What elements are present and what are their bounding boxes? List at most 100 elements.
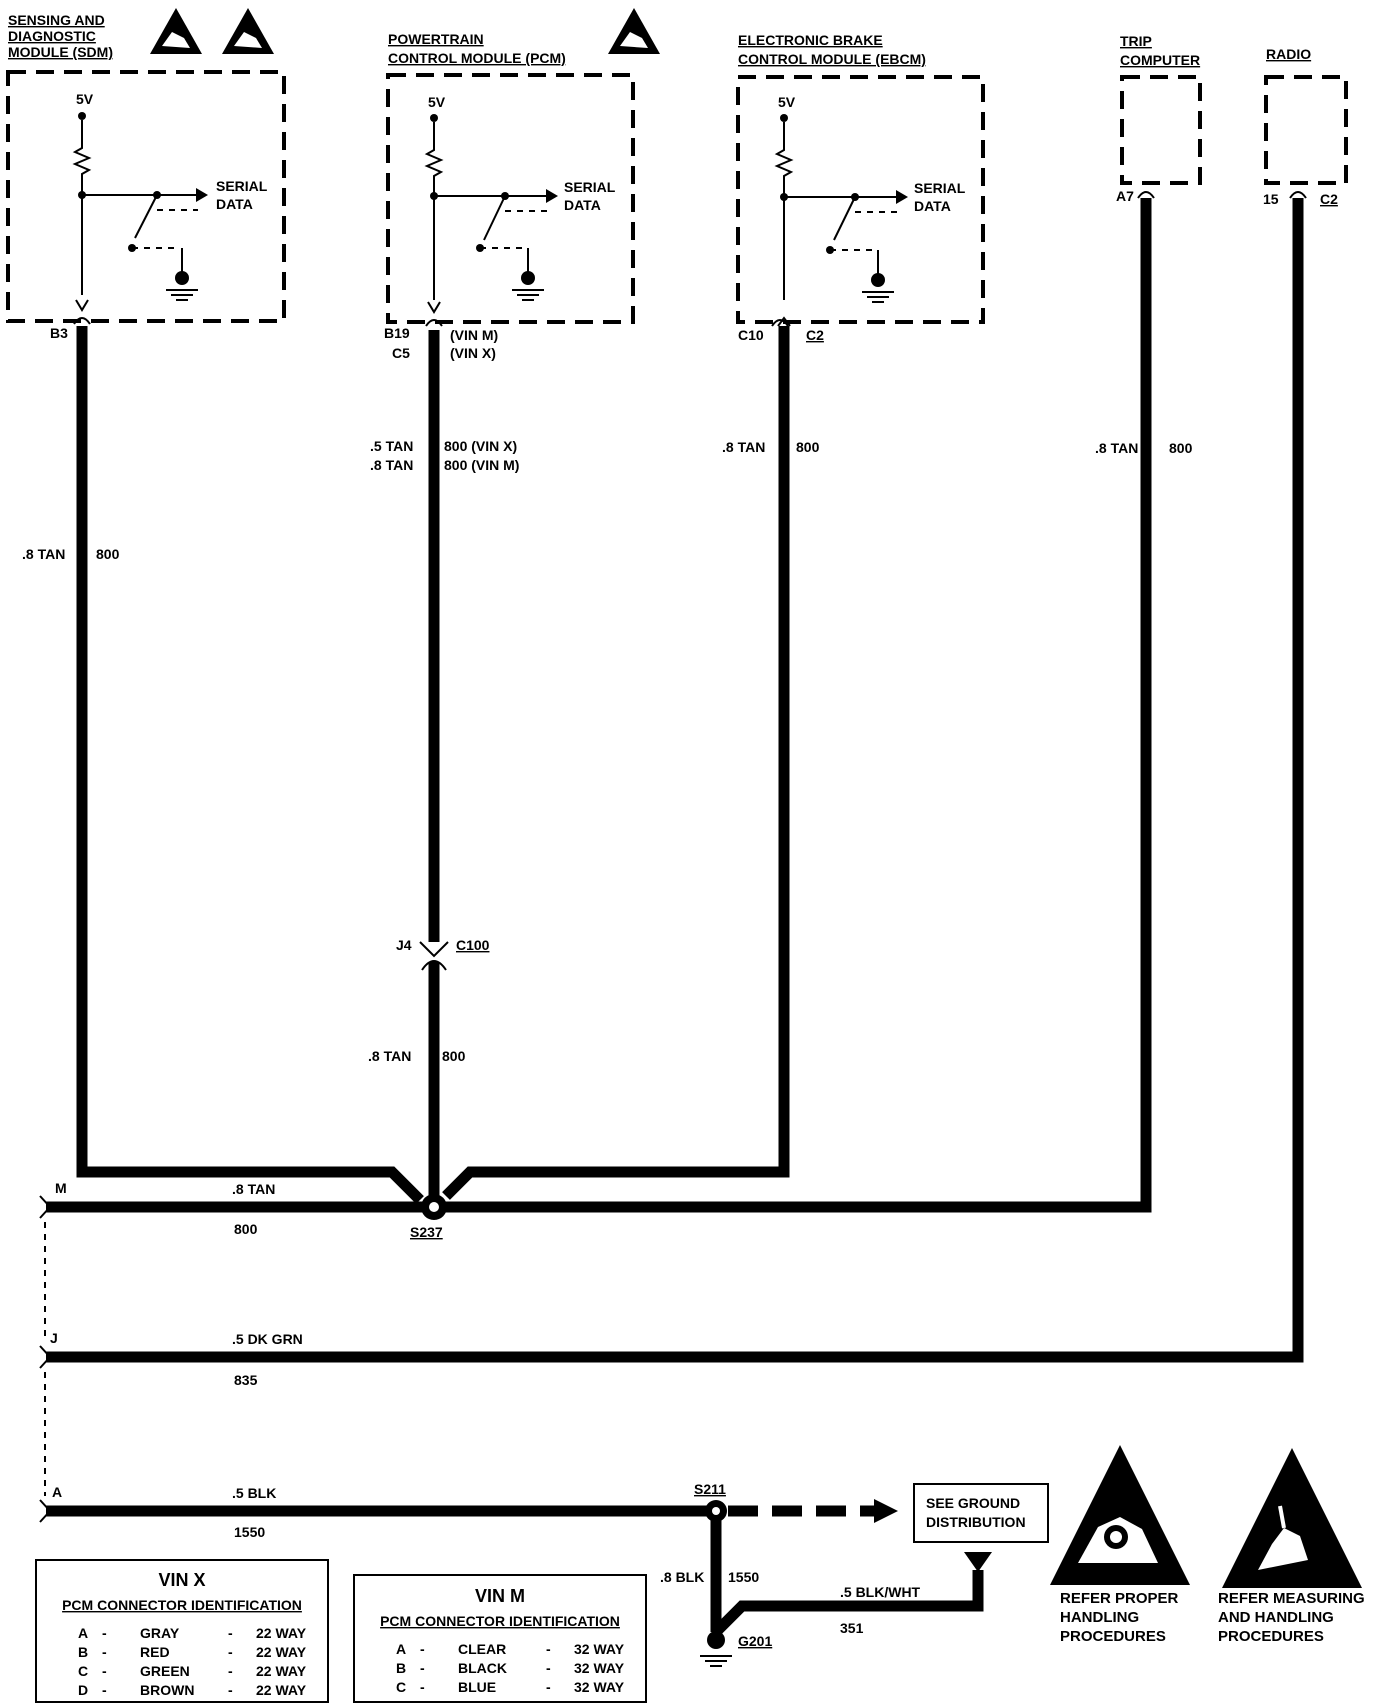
sdm-pin: B3 (50, 325, 68, 341)
ground-drop-circuit: 1550 (728, 1569, 759, 1585)
vin-m-title: VIN M (475, 1586, 525, 1606)
vin_x-cell-r2-c1: - (102, 1663, 107, 1679)
ebcm-serial-line2: DATA (914, 198, 951, 214)
vin-m-table: VIN M PCM CONNECTOR IDENTIFICATION A-CLE… (353, 1574, 647, 1703)
measuring-line2: AND HANDLING (1218, 1609, 1334, 1626)
esd-caution-icon (222, 8, 274, 54)
vin_x-cell-r0-c0: A (78, 1625, 88, 1641)
pcm-wire-size-1: .5 TAN (370, 438, 413, 454)
handling-line2: HANDLING (1060, 1609, 1139, 1626)
vin_x-cell-r3-c3: - (228, 1682, 233, 1698)
ground-ext-circuit: 351 (840, 1620, 864, 1636)
vin-m-subtitle: PCM CONNECTOR IDENTIFICATION (380, 1613, 620, 1629)
ebcm-title-line2: CONTROL MODULE (EBCM) (738, 51, 926, 67)
sdm-supply-label: 5V (76, 91, 94, 107)
trip-title-line1: TRIP (1120, 33, 1152, 49)
sdm-wire-circuit: 800 (96, 546, 120, 562)
vin-x-subtitle: PCM CONNECTOR IDENTIFICATION (62, 1597, 302, 1613)
pcm-title-line2: CONTROL MODULE (PCM) (388, 50, 566, 66)
vin_m-cell-r0-c1: - (420, 1641, 425, 1657)
sdm-serial-line2: DATA (216, 196, 253, 212)
ebcm-connector: C2 (806, 327, 824, 343)
pcm-serial-line2: DATA (564, 197, 601, 213)
handling-warning-icon (1050, 1445, 1190, 1585)
bus-j-circuit: 835 (234, 1372, 258, 1388)
trip-wire-size: .8 TAN (1095, 440, 1138, 456)
measuring-warning-icon (1220, 1446, 1364, 1590)
ground-note-line1: SEE GROUND (926, 1495, 1020, 1511)
ebcm-wire-circuit: 800 (796, 439, 820, 455)
pcm-lower-wire-size: .8 TAN (368, 1048, 411, 1064)
measuring-line1: REFER MEASURING (1218, 1590, 1365, 1607)
vin_x-cell-r1-c4: 22 WAY (256, 1644, 307, 1660)
trip-title-line2: COMPUTER (1120, 52, 1200, 68)
splice-s237: S237 (410, 1224, 443, 1240)
vin_m-cell-r2-c1: - (420, 1679, 425, 1695)
vin-x-table: VIN X PCM CONNECTOR IDENTIFICATION A-GRA… (35, 1559, 329, 1703)
pcm-pin-c5: C5 (392, 345, 410, 361)
ebcm-title-line1: ELECTRONIC BRAKE (738, 32, 883, 48)
vin_x-cell-r1-c2: RED (140, 1644, 170, 1660)
esd-warning-icon (150, 8, 202, 54)
c100-name: C100 (456, 937, 490, 953)
sdm-title-line1: SENSING AND (8, 12, 105, 28)
radio: RADIO 15 C2 (1263, 46, 1348, 207)
vin_m-cell-r1-c2: BLACK (458, 1660, 507, 1676)
vin_m-cell-r2-c4: 32 WAY (574, 1679, 625, 1695)
ground-ext-size: .5 BLK/WHT (840, 1584, 921, 1600)
vin_x-cell-r1-c0: B (78, 1644, 88, 1660)
vin-x-title: VIN X (158, 1570, 205, 1590)
splice-s211: S211 (694, 1481, 726, 1497)
vin_x-cell-r0-c3: - (228, 1625, 233, 1641)
c100-pin: J4 (396, 937, 412, 953)
j-pin: J (50, 1330, 58, 1346)
ebcm-supply-label: 5V (778, 94, 796, 110)
esd-warning-icon (608, 8, 660, 54)
ground-note-line2: DISTRIBUTION (926, 1514, 1026, 1530)
ebcm-module: ELECTRONIC BRAKE CONTROL MODULE (EBCM) 5… (736, 32, 985, 343)
bus-a-circuit: 1550 (234, 1524, 265, 1540)
vin_m-cell-r0-c3: - (546, 1641, 551, 1657)
handling-line1: REFER PROPER (1060, 1590, 1179, 1607)
vin_x-cell-r0-c1: - (102, 1625, 107, 1641)
bus-a-size: .5 BLK (232, 1485, 276, 1501)
vin_m-cell-r0-c4: 32 WAY (574, 1641, 625, 1657)
m-pin: M (55, 1180, 67, 1196)
handling-notice: REFER PROPER HANDLING PROCEDURES (1050, 1445, 1190, 1645)
radio-connector: C2 (1320, 191, 1338, 207)
bus-j-size: .5 DK GRN (232, 1331, 303, 1347)
vin_x-cell-r1-c3: - (228, 1644, 233, 1660)
vin_m-cell-r2-c3: - (546, 1679, 551, 1695)
vin_m-cell-r1-c4: 32 WAY (574, 1660, 625, 1676)
bus-m-size: .8 TAN (232, 1181, 275, 1197)
bus-m-circuit: 800 (234, 1221, 258, 1237)
vin_m-cell-r0-c2: CLEAR (458, 1641, 506, 1657)
vin_x-cell-r2-c4: 22 WAY (256, 1663, 307, 1679)
vin_x-cell-r2-c3: - (228, 1663, 233, 1679)
sdm-wire-size: .8 TAN (22, 546, 65, 562)
sdm-title-line2: DIAGNOSTIC (8, 28, 96, 44)
sdm-module: SENSING AND DIAGNOSTIC MODULE (SDM) 5V S… (6, 8, 286, 341)
vin_m-cell-r2-c0: C (396, 1679, 406, 1695)
vin_x-cell-r2-c2: GREEN (140, 1663, 190, 1679)
wire-labels: .8 TAN 800 .5 TAN .8 TAN 800 (VIN X) 800… (22, 438, 1193, 1649)
ground-drop-size: .8 BLK (660, 1569, 704, 1585)
ebcm-wire-size: .8 TAN (722, 439, 765, 455)
vin_x-cell-r3-c1: - (102, 1682, 107, 1698)
trip-pin: A7 (1116, 188, 1134, 204)
pcm-module: POWERTRAIN CONTROL MODULE (PCM) 5V SERIA… (384, 8, 660, 361)
pcm-lower-wire-circuit: 800 (442, 1048, 466, 1064)
ground-distribution-note: SEE GROUND DISTRIBUTION (913, 1483, 1049, 1543)
pcm-serial-line1: SERIAL (564, 179, 616, 195)
radio-title: RADIO (1266, 46, 1311, 62)
vin_x-cell-r1-c1: - (102, 1644, 107, 1660)
sdm-serial-line1: SERIAL (216, 178, 268, 194)
a-pin: A (52, 1484, 62, 1500)
vin_x-cell-r3-c0: D (78, 1682, 88, 1698)
trip-computer: TRIP COMPUTER A7 (1116, 33, 1202, 204)
measuring-notice: REFER MEASURING AND HANDLING PROCEDURES (1218, 1446, 1365, 1645)
trip-wire-circuit: 800 (1169, 440, 1193, 456)
vin_x-cell-r3-c2: BROWN (140, 1682, 194, 1698)
pcm-wire-circuit-2: 800 (VIN M) (444, 457, 519, 473)
